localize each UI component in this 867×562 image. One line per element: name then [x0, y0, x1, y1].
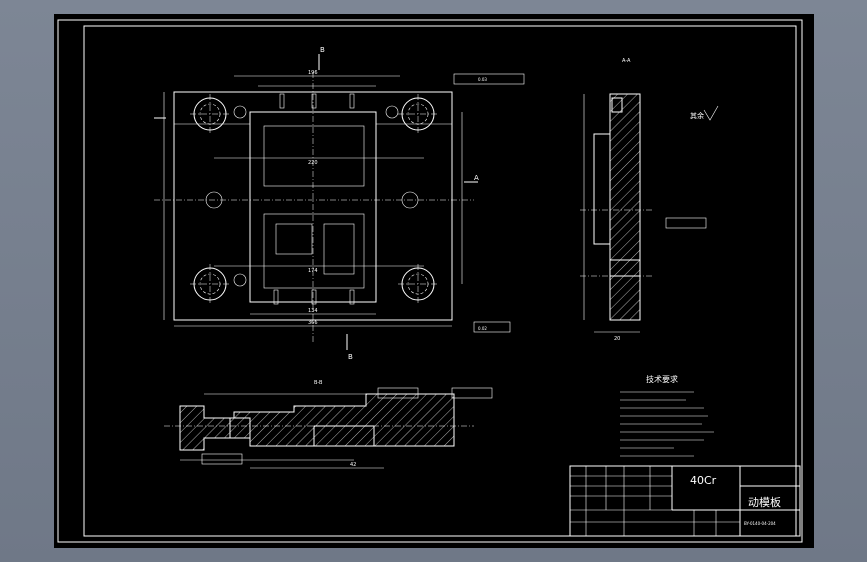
part-name-text: 动模板: [748, 495, 781, 509]
dim-top-len: 42: [350, 462, 356, 468]
material-text: 40Cr: [690, 474, 717, 487]
section-mark-a: A: [474, 174, 479, 182]
dim-inner-sub: 220: [308, 160, 318, 166]
section-label-bb: B-B: [314, 380, 323, 386]
dim-bottom-inner: 134: [308, 308, 318, 314]
tech-requirements-heading: 技术要求: [646, 374, 678, 384]
section-label-aa: A-A: [622, 58, 631, 64]
section-mark-b-top: B: [320, 46, 325, 54]
inner-frame: [83, 25, 797, 537]
tolerance-b: 0.03: [478, 77, 487, 82]
plan-view: [154, 54, 525, 350]
dim-bottom-main: 366: [308, 320, 318, 326]
drawing-number-text: BY-0140-04-204: [744, 521, 776, 526]
dim-top-main: 196: [308, 70, 318, 76]
tolerance-a: 0.02: [478, 326, 487, 331]
section-mark-b-bottom: B: [348, 353, 353, 361]
roughness-note: 其余: [690, 111, 704, 120]
cad-drawing: B B A 366 134 196 220 174 0.02 0.03 A-A …: [57, 19, 803, 543]
drawing-canvas[interactable]: B B A 366 134 196 220 174 0.02 0.03 A-A …: [54, 14, 814, 548]
dim-inner-sub2: 174: [308, 268, 318, 274]
side-section-view: [580, 93, 719, 333]
outer-frame: [57, 19, 803, 543]
title-block: [569, 465, 801, 537]
bottom-section-view: [164, 387, 493, 469]
tech-requirements-block: 技术要求: [620, 374, 714, 457]
dim-side-width: 20: [614, 336, 620, 342]
